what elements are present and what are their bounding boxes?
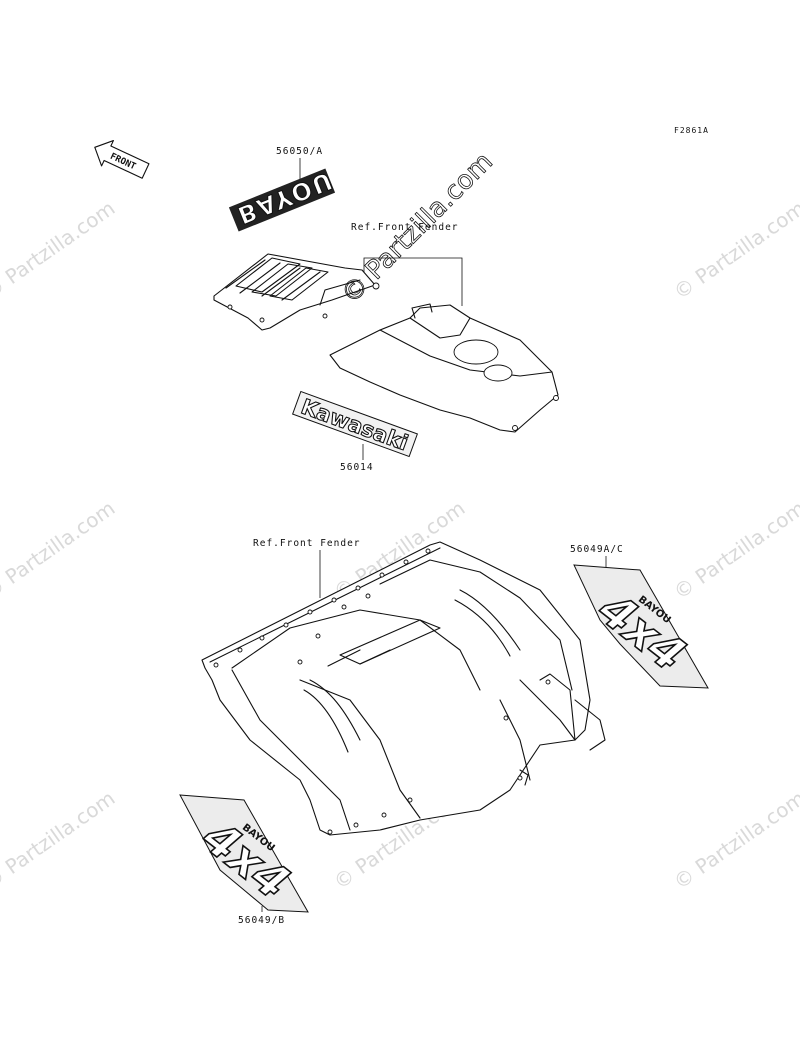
- decal-kawasaki: Kawasaki: [291, 390, 419, 458]
- part-number-56014: 56014: [340, 462, 374, 473]
- ref-front-fender-top-label: Ref.Front Fender: [351, 222, 459, 233]
- decal-4x4-left: 4x4 BAYOU: [179, 794, 309, 913]
- figure-id: F2861A: [674, 126, 709, 135]
- watermark-text: © Partzilla.com: [0, 786, 119, 894]
- decal-bayou-top: BAYOU: [228, 165, 338, 232]
- front-fender-body: [329, 303, 559, 433]
- watermark-text: © Partzilla.com: [669, 786, 800, 894]
- front-arrow-icon: FRONT: [94, 139, 150, 179]
- watermark-text: © Partzilla.com: [0, 496, 119, 604]
- decal-kawasaki-text: Kawasaki: [298, 395, 411, 456]
- part-number-56049a-c: 56049A/C: [570, 544, 624, 555]
- fender-rivet-holes: [213, 548, 551, 835]
- front-fender-grille-piece: [213, 253, 380, 331]
- part-number-56049-b: 56049/B: [238, 915, 285, 926]
- watermark-text: © Partzilla.com: [669, 196, 800, 304]
- watermark-text: © Partzilla.com: [0, 196, 119, 304]
- decal-bayou-text: BAYOU: [234, 165, 338, 229]
- rear-fender-body: [201, 541, 606, 836]
- watermark-text: © Partzilla.com: [669, 496, 800, 604]
- part-number-56050a: 56050/A: [276, 146, 323, 157]
- ref-front-fender-bottom-label: Ref.Front Fender: [253, 538, 361, 549]
